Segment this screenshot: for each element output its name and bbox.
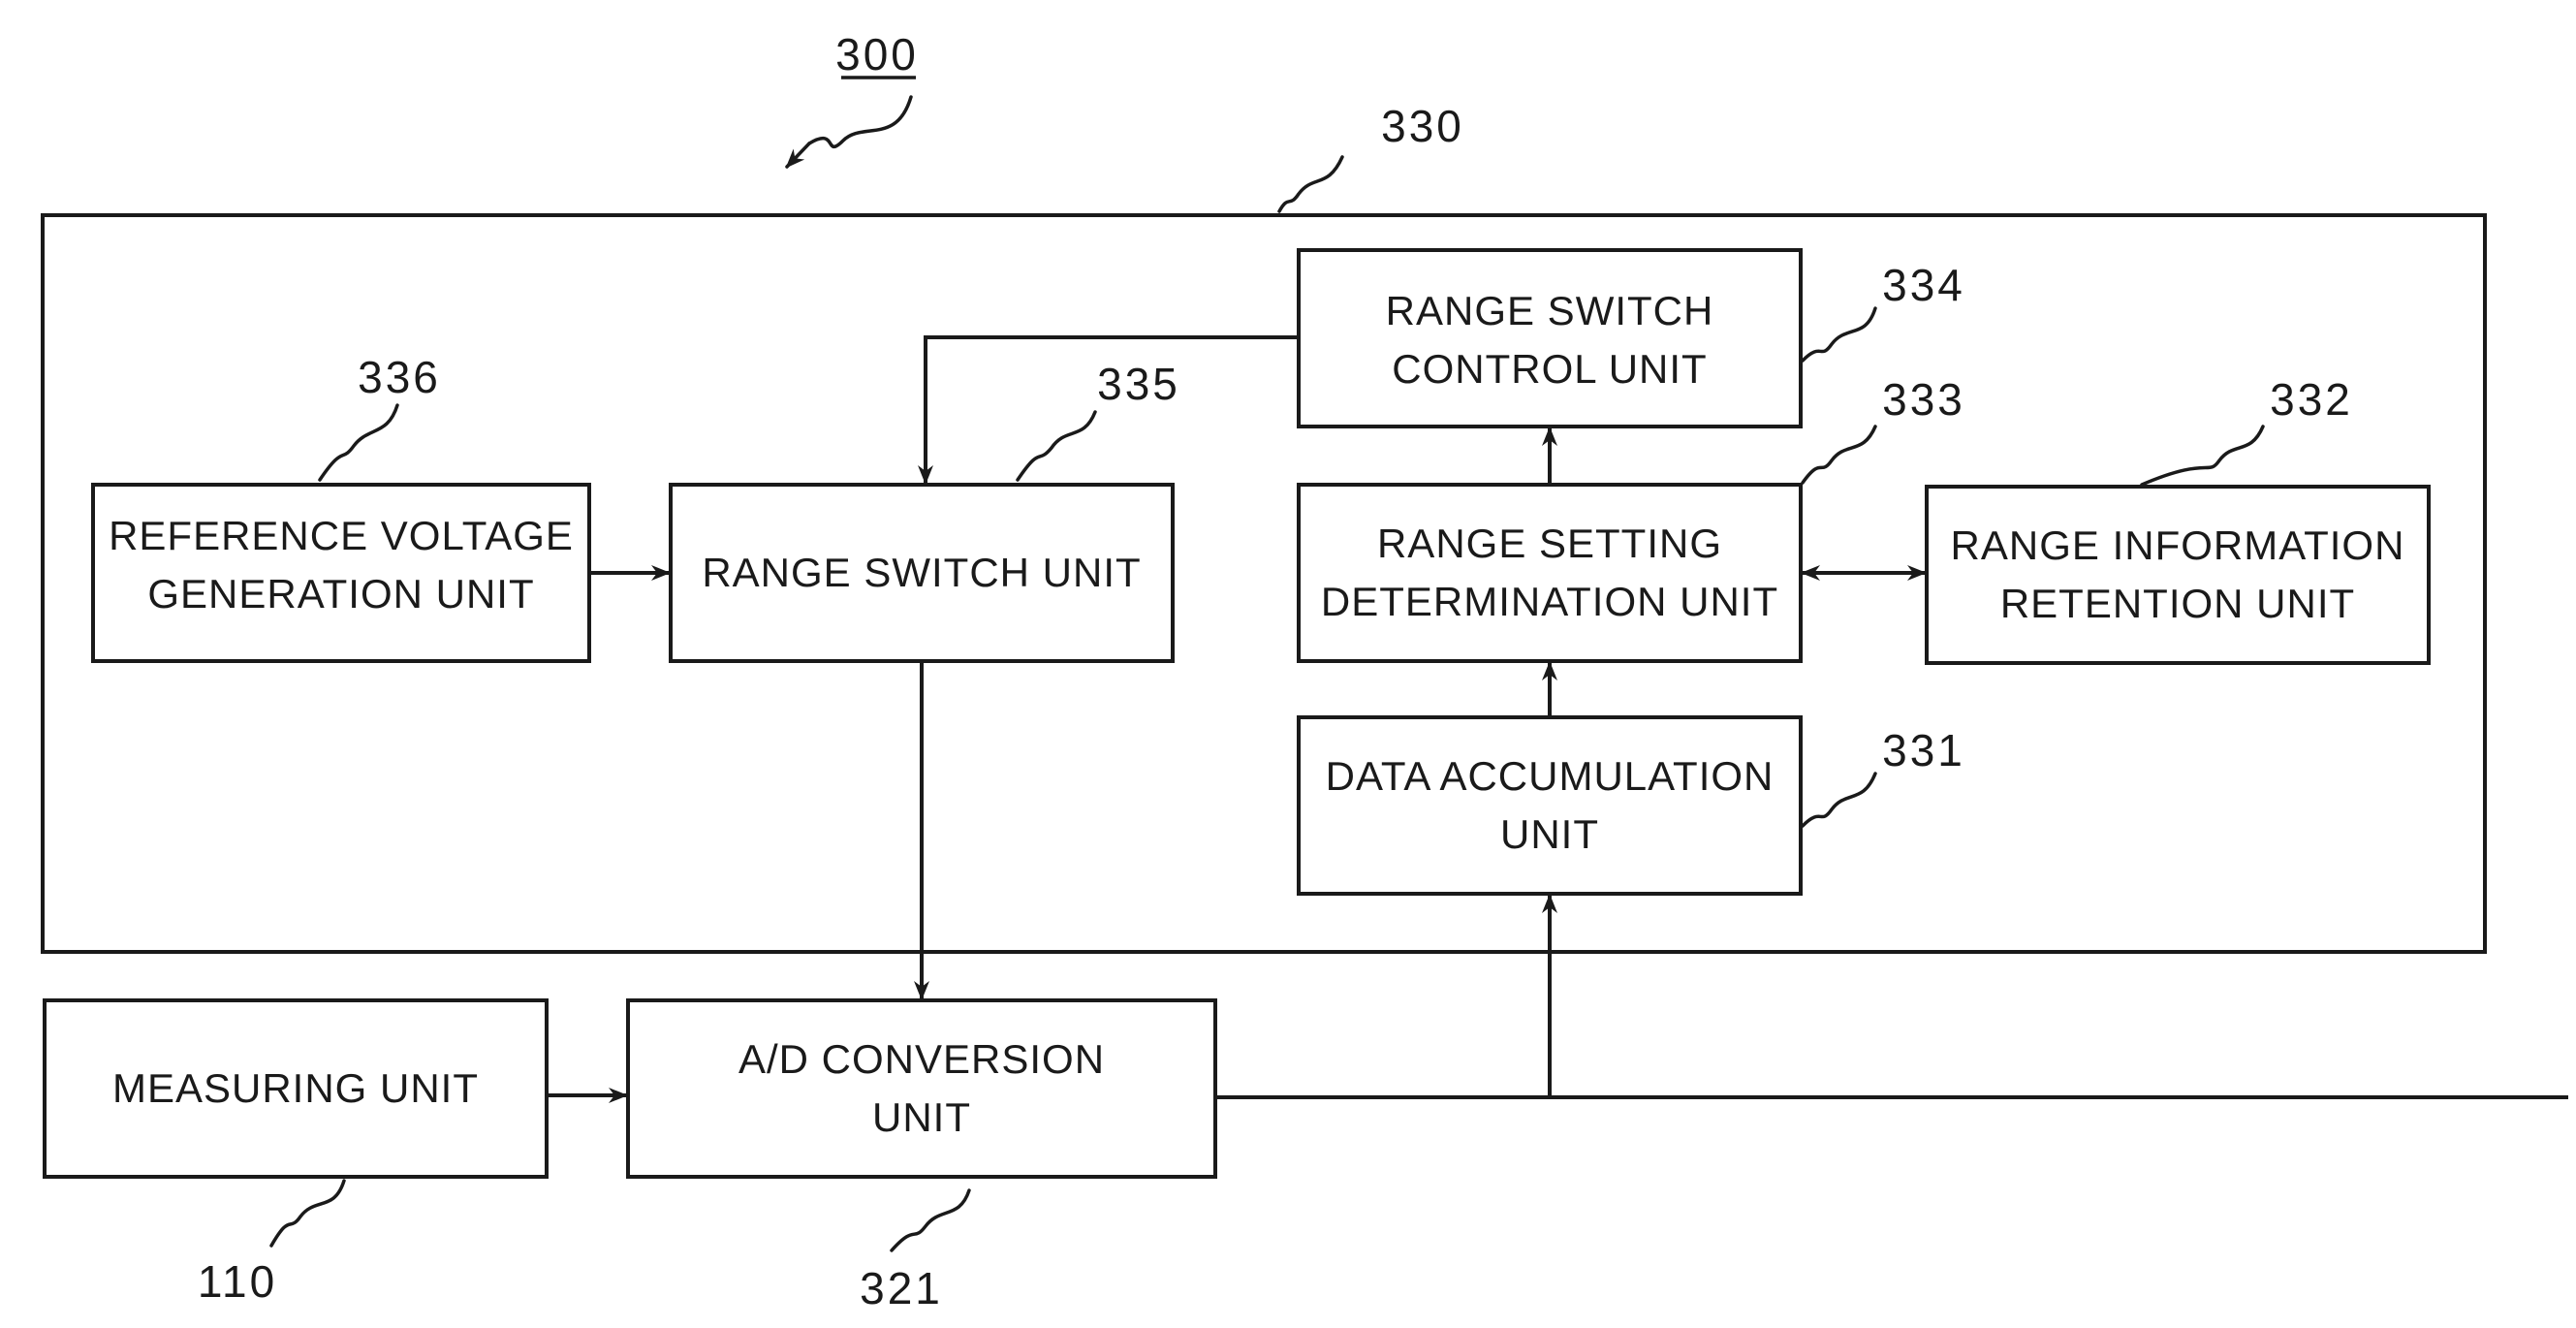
data-accumulation-unit-label-line1: DATA ACCUMULATION: [1326, 753, 1775, 799]
ad-conversion-unit-reference: 321: [860, 1263, 943, 1313]
reference-voltage-generation-unit-label-line1: REFERENCE VOLTAGE: [109, 513, 574, 558]
data-accumulation-unit-label-line2: UNIT: [1500, 811, 1599, 857]
reference-voltage-generation-unit-label-line2: GENERATION UNIT: [147, 571, 534, 617]
range-information-retention-unit-label-line2: RETENTION UNIT: [2000, 581, 2355, 626]
range-setting-determination-unit-squiggle: [1803, 427, 1875, 483]
reference-voltage-generation-unit-squiggle: [320, 405, 397, 480]
range-switch-control-unit: [1299, 250, 1801, 427]
range-switch-unit-label: RANGE SWITCH UNIT: [702, 550, 1141, 595]
measuring-unit-squiggle: [271, 1181, 344, 1246]
data-accumulation-unit-reference: 331: [1882, 725, 1965, 775]
measuring-unit-reference: 110: [198, 1256, 277, 1307]
range-switch-unit-squiggle: [1018, 412, 1095, 480]
reference-voltage-generation-unit-reference: 336: [358, 352, 441, 402]
container-reference-squiggle: [1279, 157, 1342, 211]
measuring-unit-label: MEASURING UNIT: [112, 1065, 479, 1111]
container-reference: 330: [1381, 101, 1464, 151]
range-information-retention-unit-reference: 332: [2270, 374, 2353, 425]
figure-reference-squiggle: [809, 97, 911, 146]
range-setting-determination-unit-label-line2: DETERMINATION UNIT: [1321, 579, 1778, 624]
figure-reference-arrow: [787, 143, 809, 167]
range-switch-control-unit-reference: 334: [1882, 260, 1965, 310]
range-setting-determination-unit: [1299, 485, 1801, 661]
range-information-retention-unit-squiggle: [2142, 427, 2263, 485]
range-information-retention-unit: [1927, 487, 2429, 663]
data-accumulation-unit-squiggle: [1803, 774, 1875, 826]
range-setting-determination-unit-label-line1: RANGE SETTING: [1377, 521, 1722, 566]
range-switch-control-unit-label-line2: CONTROL UNIT: [1392, 346, 1707, 392]
range-switch-control-unit-label-line1: RANGE SWITCH: [1386, 288, 1714, 333]
range-setting-determination-unit-reference: 333: [1882, 374, 1965, 425]
range-switch-unit-reference: 335: [1097, 359, 1180, 409]
ad-conversion-unit: [628, 1000, 1215, 1177]
range-information-retention-unit-label-line1: RANGE INFORMATION: [1951, 522, 2405, 568]
figure-reference: 300: [835, 29, 919, 79]
data-accumulation-unit: [1299, 717, 1801, 894]
ad-conversion-unit-squiggle: [892, 1190, 969, 1250]
ad-conversion-unit-label-line2: UNIT: [872, 1094, 971, 1140]
ad-conversion-unit-label-line1: A/D CONVERSION: [738, 1036, 1105, 1082]
range-switch-control-unit-squiggle: [1803, 308, 1875, 361]
